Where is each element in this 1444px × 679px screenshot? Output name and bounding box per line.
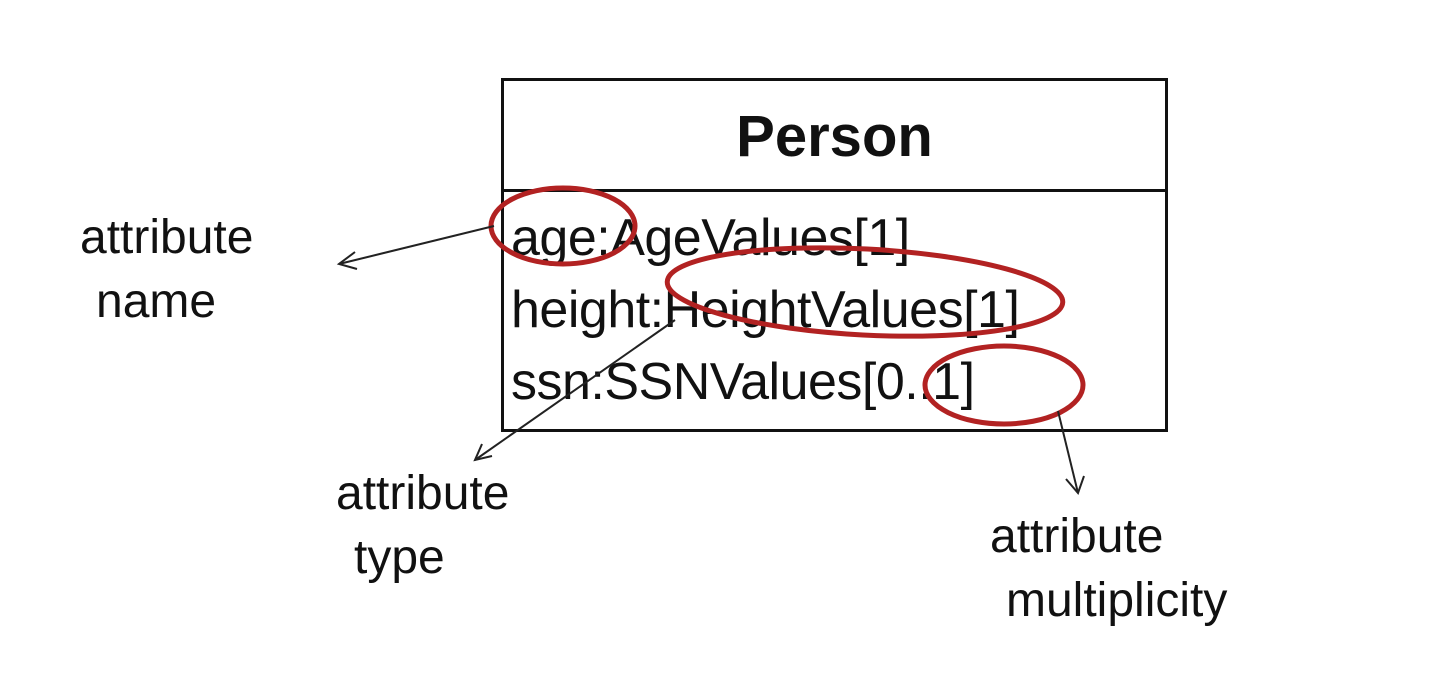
class-name: Person: [736, 104, 933, 169]
class-header: Person: [504, 81, 1165, 192]
arrow-line-name: [338, 225, 495, 265]
callout-name-line1: attribute: [80, 211, 254, 264]
callout-mult-line1: attribute: [990, 510, 1164, 563]
arrowhead-type: [473, 443, 493, 462]
attribute-ssn: ssn:SSNValues[0..1]: [511, 353, 975, 411]
callout-type-line1: attribute: [336, 467, 510, 520]
callout-name-line2: name: [96, 275, 217, 328]
callout-attribute-name: attribute name: [80, 206, 253, 334]
attribute-age: age:AgeValues[1]: [511, 209, 910, 267]
attribute-height: height:HeightValues[1]: [511, 281, 1020, 339]
callout-mult-line2: multiplicity: [1006, 574, 1228, 627]
arrowhead-multiplicity: [1065, 475, 1085, 495]
callout-attribute-type: attribute type: [336, 462, 509, 590]
callout-type-line2: type: [354, 531, 445, 584]
attribute-list: age:AgeValues[1] height:HeightValues[1] …: [504, 192, 1165, 418]
uml-class-box: Person age:AgeValues[1] height:HeightVal…: [501, 78, 1168, 432]
callout-attribute-multiplicity: attribute multiplicity: [990, 505, 1227, 633]
arrowhead-name: [336, 251, 358, 270]
